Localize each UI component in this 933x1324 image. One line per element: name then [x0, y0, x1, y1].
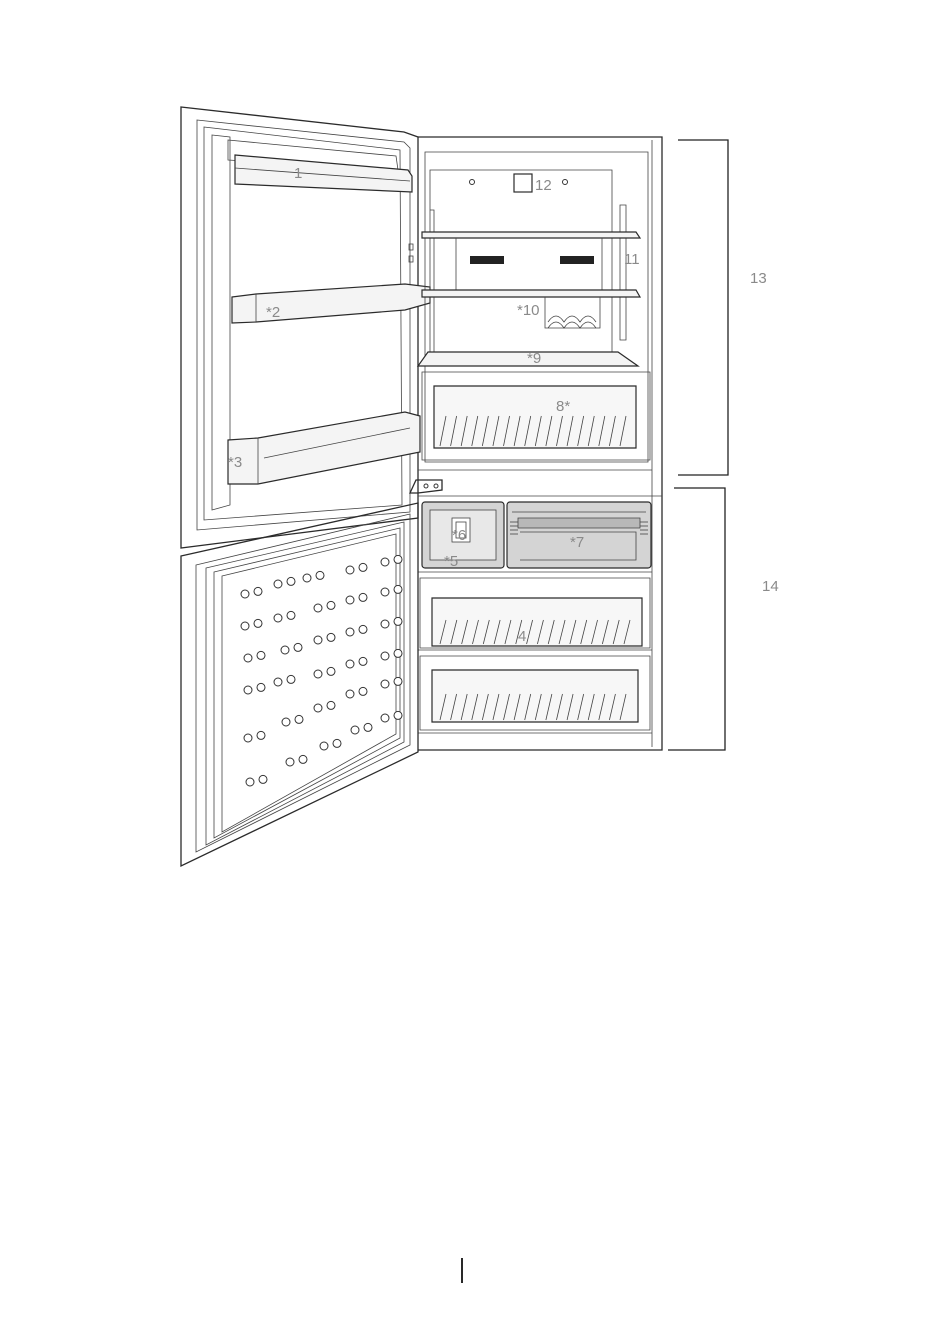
door-dimple	[394, 555, 402, 563]
thermostat-light	[514, 174, 532, 192]
door-dimple	[320, 742, 328, 750]
door-shelf-1	[235, 155, 412, 192]
door-dimple	[394, 585, 402, 593]
door-dimple	[274, 580, 282, 588]
door-dimple	[257, 731, 265, 739]
door-dimple	[333, 739, 341, 747]
door-dimple	[327, 667, 335, 675]
door-dimple	[359, 593, 367, 601]
door-dimple	[274, 614, 282, 622]
door-dimple	[381, 714, 389, 722]
fridge-compartment-bracket	[678, 140, 728, 475]
label-wine-rack: *10	[517, 302, 540, 319]
door-dimple	[346, 596, 354, 604]
door-dimple	[359, 563, 367, 571]
door-dimple	[327, 601, 335, 609]
glass-shelf-upper	[422, 232, 640, 290]
door-dimple	[381, 620, 389, 628]
door-dimple	[314, 670, 322, 678]
door-dimple	[303, 574, 311, 582]
door-dimple	[286, 758, 294, 766]
door-dimple	[381, 558, 389, 566]
door-dimple	[287, 611, 295, 619]
door-dimple	[287, 577, 295, 585]
door-dimple	[364, 723, 372, 731]
door-dimple	[287, 675, 295, 683]
freezer-door	[181, 503, 418, 866]
door-dimple	[314, 704, 322, 712]
door-dimple	[394, 617, 402, 625]
door-dimple	[274, 678, 282, 686]
door-dimple	[394, 711, 402, 719]
door-shelf-2	[232, 284, 430, 323]
door-dimple	[244, 686, 252, 694]
label-crisper: 8*	[556, 398, 570, 415]
door-dimple	[381, 680, 389, 688]
door-dimple	[381, 652, 389, 660]
door-dimple	[346, 566, 354, 574]
label-freezer-drawer: 4	[518, 628, 526, 645]
door-dimple	[244, 734, 252, 742]
door-dimple	[244, 654, 252, 662]
door-dimple	[257, 683, 265, 691]
label-freezer-compartment: 14	[762, 578, 779, 595]
door-dimple	[346, 690, 354, 698]
door-dimple	[394, 649, 402, 657]
label-bottle-shelf: *3	[228, 454, 242, 471]
door-dimple	[246, 778, 254, 786]
middle-hinge	[410, 480, 442, 493]
label-ice-box: *5	[444, 553, 458, 570]
door-dimple	[394, 677, 402, 685]
door-dimple	[314, 604, 322, 612]
door-dimple	[295, 715, 303, 723]
door-dimple	[327, 701, 335, 709]
door-dimple	[282, 718, 290, 726]
door-dimple	[351, 726, 359, 734]
label-door-shelf: 1	[294, 165, 302, 182]
door-dimple	[257, 651, 265, 659]
door-dimple	[294, 643, 302, 651]
door-dimple	[346, 628, 354, 636]
door-dimple	[359, 687, 367, 695]
door-dimple	[359, 625, 367, 633]
door-dimple	[381, 588, 389, 596]
freezer-drawer-upper	[420, 578, 650, 648]
door-dimple	[281, 646, 289, 654]
door-dimple	[316, 571, 324, 579]
door-dimple	[299, 755, 307, 763]
door-dimple	[241, 622, 249, 630]
door-shelf-3	[228, 412, 420, 484]
door-dimple	[359, 657, 367, 665]
door-dimple	[254, 619, 262, 627]
freezer-drawer-lower	[420, 656, 650, 730]
door-dimple	[314, 636, 322, 644]
label-thermostat: 12	[535, 177, 552, 194]
crisper-drawer	[422, 372, 650, 460]
label-crisper-cover: *9	[527, 350, 541, 367]
door-dimple	[254, 587, 262, 595]
label-ice-maker: *6	[452, 527, 466, 544]
door-dimple	[346, 660, 354, 668]
label-ice-tray: *7	[570, 534, 584, 551]
door-dimple	[327, 633, 335, 641]
door-dimple	[241, 590, 249, 598]
door-dimple	[259, 775, 267, 783]
label-door-shelf-2: *2	[266, 304, 280, 321]
label-glass-shelf: 11	[624, 251, 640, 268]
label-fridge-compartment: 13	[750, 270, 767, 287]
freezer-compartment-bracket	[668, 488, 725, 750]
